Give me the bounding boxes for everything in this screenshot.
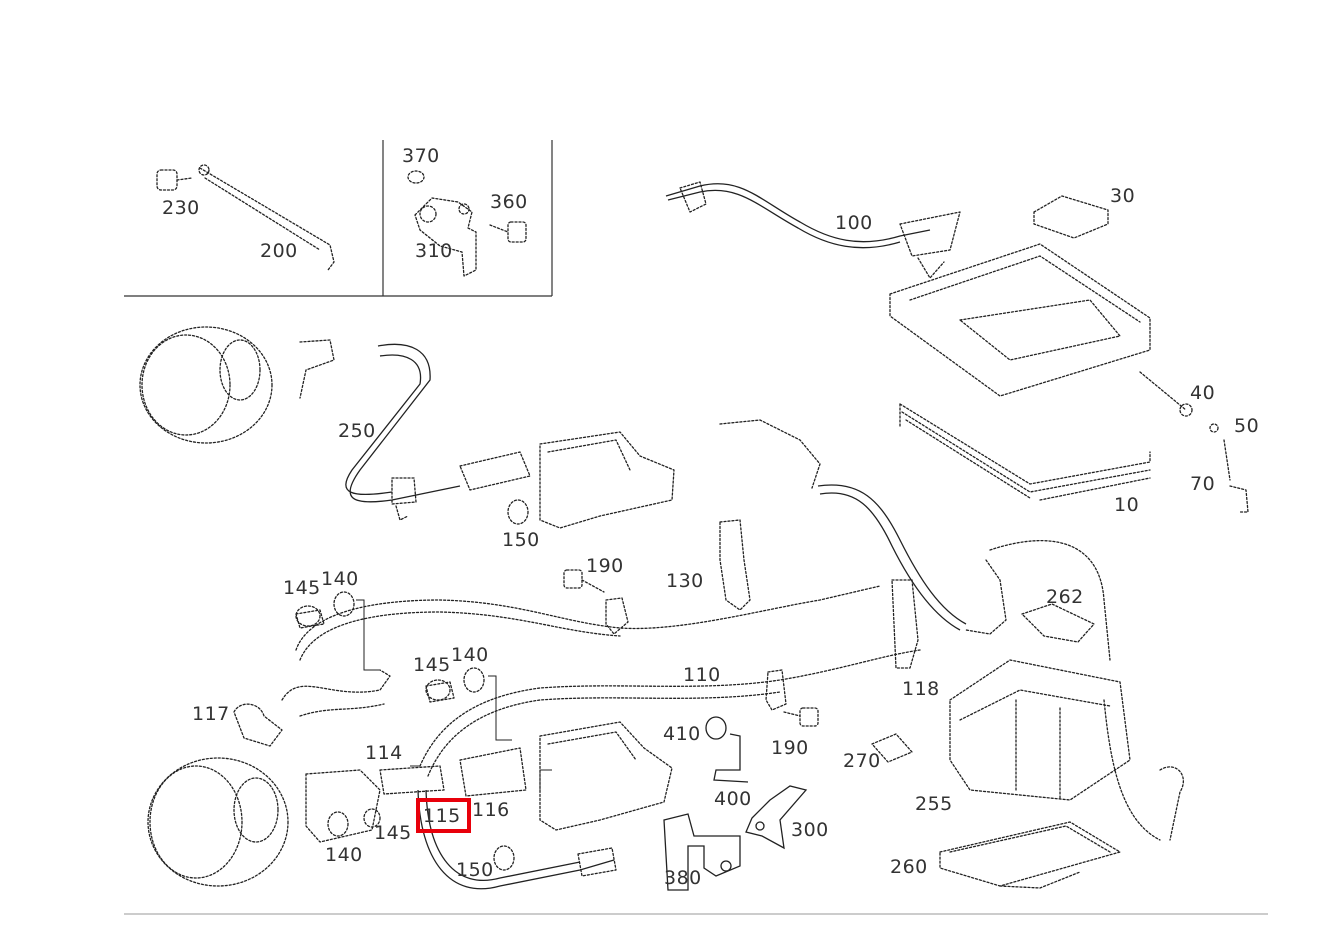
nut-145-mid-drawing: [425, 679, 455, 703]
callout-190-upper[interactable]: 190: [586, 555, 624, 577]
callout-190-lower[interactable]: 190: [771, 737, 809, 759]
callout-30[interactable]: 30: [1110, 185, 1135, 207]
callout-110[interactable]: 110: [683, 664, 721, 686]
callout-118[interactable]: 118: [902, 678, 940, 700]
battery-cable-100-drawing: [665, 181, 931, 249]
washer-370-drawing: [407, 170, 425, 184]
callout-255[interactable]: 255: [915, 793, 953, 815]
callout-leaders: [356, 599, 552, 790]
cable-118-drawing: [719, 419, 967, 669]
callout-200[interactable]: 200: [260, 240, 298, 262]
tray-260-drawing: [939, 821, 1121, 889]
fusebox-255-drawing: [949, 659, 1131, 801]
callout-140-upper[interactable]: 140: [321, 568, 359, 590]
nut-145-upper-drawing: [295, 605, 325, 629]
callout-70[interactable]: 70: [1190, 473, 1215, 495]
callout-250[interactable]: 250: [338, 420, 376, 442]
callout-100[interactable]: 100: [835, 212, 873, 234]
alternator-lower-drawing: [147, 757, 381, 887]
bracket-380-drawing: [663, 813, 741, 891]
callout-145-lower[interactable]: 145: [374, 822, 412, 844]
bracket-410-400-drawing: [705, 716, 749, 783]
callout-10[interactable]: 10: [1114, 494, 1139, 516]
rod-200-drawing: [198, 164, 335, 271]
battery-30-cover-drawing: [1033, 195, 1109, 239]
strap-upper-drawing: [281, 669, 391, 717]
callout-370[interactable]: 370: [402, 145, 440, 167]
callout-410[interactable]: 410: [663, 723, 701, 745]
bolt-190-upper-drawing: [563, 569, 605, 593]
callout-300[interactable]: 300: [791, 819, 829, 841]
cover-262-drawing: [1021, 603, 1095, 643]
clip-117-drawing: [233, 703, 283, 747]
washer-140-mid-drawing: [463, 667, 485, 693]
cable-loop-drawing: [965, 540, 1111, 661]
bolt-230-drawing: [156, 169, 193, 191]
callout-labels: 230 200 370 360 310 100 30 40 50 70 10 2…: [162, 145, 1259, 889]
callout-50[interactable]: 50: [1234, 415, 1259, 437]
callout-40[interactable]: 40: [1190, 382, 1215, 404]
clip-270-drawing: [871, 733, 913, 763]
starter-lower-drawing: [379, 721, 673, 831]
bolt-190-lower-drawing: [783, 707, 819, 727]
cable-110-drawing: [419, 649, 921, 777]
callout-400[interactable]: 400: [714, 788, 752, 810]
bolt-360-drawing: [489, 221, 527, 243]
battery-drawing: [889, 211, 1187, 411]
nut-150-upper-drawing: [507, 499, 529, 525]
washer-140-lower-drawing: [327, 808, 381, 837]
callout-115[interactable]: 115: [423, 805, 461, 827]
cable-right-drawing: [1103, 699, 1184, 841]
callout-230[interactable]: 230: [162, 197, 200, 219]
callout-150-upper[interactable]: 150: [502, 529, 540, 551]
callout-130[interactable]: 130: [666, 570, 704, 592]
callout-116[interactable]: 116: [472, 799, 510, 821]
inset-frame: [124, 140, 553, 297]
callout-150-lower[interactable]: 150: [456, 859, 494, 881]
bracket-310-drawing: [414, 197, 477, 277]
cable-250-drawing: [345, 343, 461, 521]
callout-145-upper[interactable]: 145: [283, 577, 321, 599]
callout-270[interactable]: 270: [843, 750, 881, 772]
bracket-300-drawing: [745, 785, 808, 850]
battery-tray-10-drawing: [899, 403, 1151, 501]
callout-380[interactable]: 380: [664, 867, 702, 889]
highlight-box: [416, 798, 471, 833]
callout-310[interactable]: 310: [415, 240, 453, 262]
clamp-40-50-70-drawing: [1179, 403, 1249, 513]
cable-130-drawing: [295, 519, 881, 661]
callout-145-mid[interactable]: 145: [413, 654, 451, 676]
alternator-upper-drawing: [139, 326, 335, 444]
callout-114[interactable]: 114: [365, 742, 403, 764]
starter-upper-drawing: [459, 431, 675, 529]
callout-262[interactable]: 262: [1046, 586, 1084, 608]
cable-150-lower-drawing: [417, 789, 617, 890]
callout-260[interactable]: 260: [890, 856, 928, 878]
callout-117[interactable]: 117: [192, 703, 230, 725]
washer-140-upper-drawing: [333, 591, 355, 617]
callout-360[interactable]: 360: [490, 191, 528, 213]
callout-140-mid[interactable]: 140: [451, 644, 489, 666]
callout-140-lower[interactable]: 140: [325, 844, 363, 866]
